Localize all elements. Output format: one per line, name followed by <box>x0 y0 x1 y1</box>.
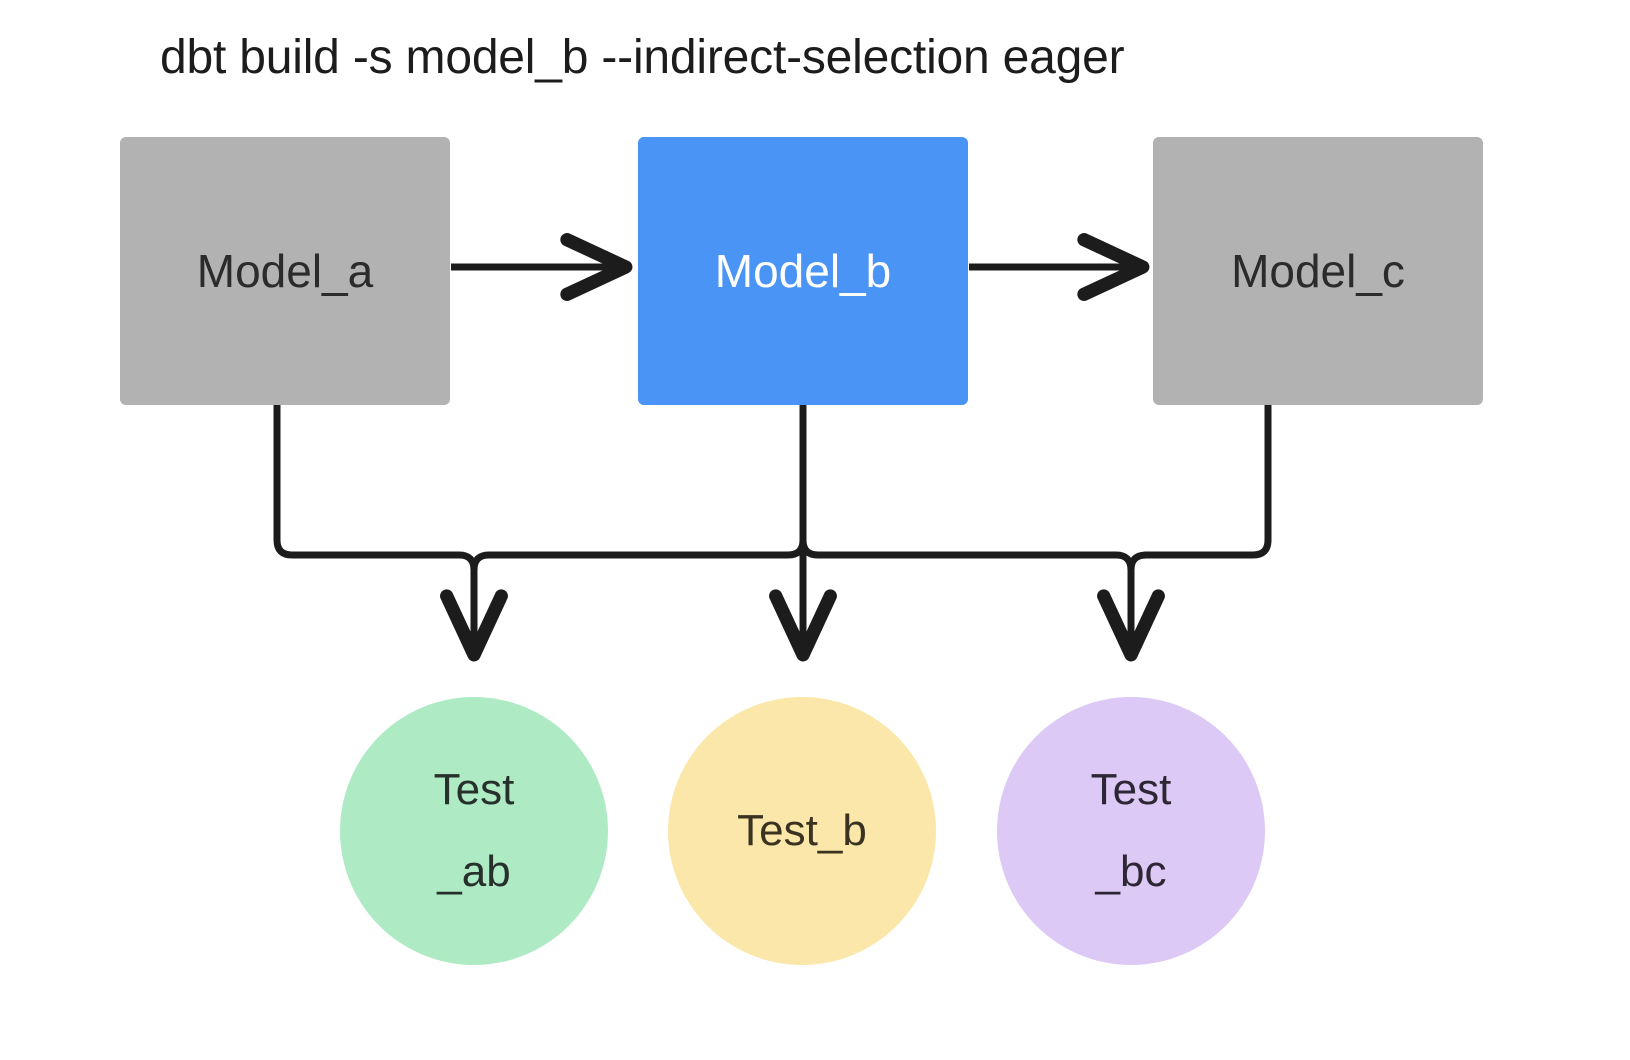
edge-model-b-to-test-ab <box>470 401 807 574</box>
node-model-b-label: Model_b <box>714 245 892 297</box>
diagram-title: dbt build -s model_b --indirect-selectio… <box>160 31 1125 84</box>
edge-model-b-to-test-bc <box>799 401 1135 574</box>
node-test-bc[interactable]: Test _bc <box>997 697 1265 965</box>
node-model-c[interactable]: Model_c <box>1153 137 1483 405</box>
node-test-b-label-line1: Test_b <box>737 806 867 855</box>
node-test-bc-label-line1: Test <box>1090 765 1172 814</box>
node-model-c-label: Model_c <box>1231 245 1405 297</box>
node-model-a[interactable]: Model_a <box>120 137 450 405</box>
node-model-a-label: Model_a <box>196 245 374 297</box>
node-test-ab-label-line1: Test <box>433 765 515 814</box>
edge-model-a-to-test-ab <box>273 401 508 662</box>
node-test-ab-label-line2: _ab <box>437 847 511 896</box>
node-test-ab[interactable]: Test _ab <box>340 697 608 965</box>
node-model-b[interactable]: Model_b <box>638 137 968 405</box>
edge-model-c-to-test-bc <box>1097 401 1272 662</box>
node-test-b[interactable]: Test_b <box>668 697 936 965</box>
node-test-bc-label-line2: _bc <box>1095 847 1167 896</box>
